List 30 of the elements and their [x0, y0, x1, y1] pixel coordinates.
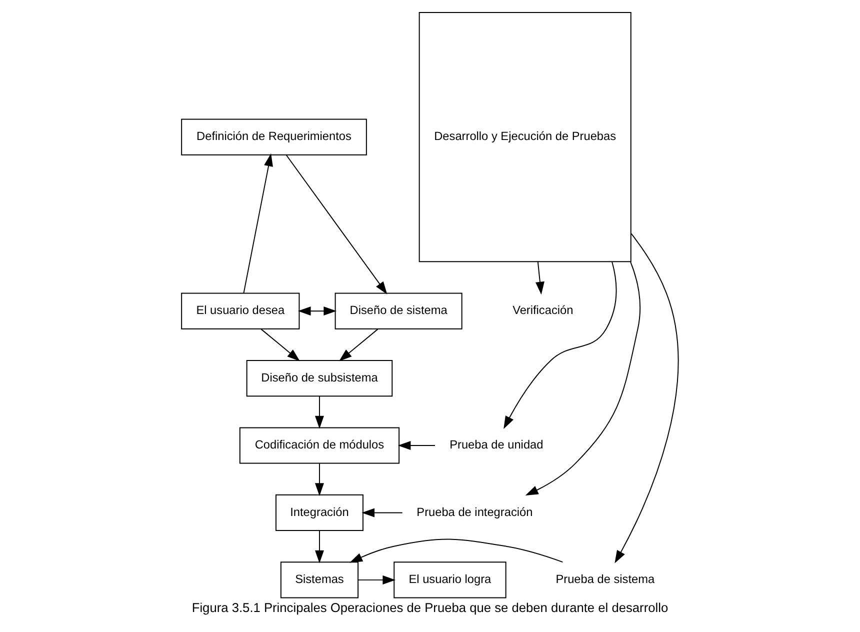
- node-box: Definición de Requerimientos: [181, 118, 367, 156]
- arrow: [298, 306, 337, 316]
- arrow: [525, 261, 641, 496]
- node-box: El usuario desea: [181, 292, 300, 330]
- arrow: [314, 396, 324, 429]
- caption: Figura 3.5.1 Principales Operaciones de Prueba que se deben durante el desarrollo: [192, 600, 668, 615]
- arrow: [286, 154, 388, 294]
- node-text: Prueba de unidad: [450, 438, 544, 452]
- arrow: [614, 233, 679, 564]
- arrow: [314, 530, 324, 564]
- node-text: Verificación: [512, 303, 574, 318]
- node-box: El usuario logra: [394, 562, 506, 598]
- arrow: [338, 328, 378, 362]
- arrow: [260, 328, 300, 362]
- node-box: Diseño de sistema: [334, 292, 462, 330]
- node-text: Prueba de integración: [416, 504, 533, 519]
- arrow: [314, 463, 324, 496]
- node-box: Integración: [276, 494, 364, 531]
- arrow: [350, 538, 564, 563]
- node-text: Prueba de sistema: [556, 572, 655, 586]
- arrow: [243, 153, 273, 294]
- arrow: [536, 261, 544, 295]
- arrow: [398, 441, 436, 450]
- node-box: Codificación de módulos: [239, 427, 400, 464]
- arrow: [362, 508, 403, 518]
- node-box: Diseño de subsistema: [246, 360, 393, 397]
- arrow: [504, 261, 617, 429]
- node-box: Sistemas: [280, 562, 359, 598]
- node-box: Desarrollo y Ejecución de Pruebas: [418, 12, 632, 262]
- arrow: [358, 575, 396, 584]
